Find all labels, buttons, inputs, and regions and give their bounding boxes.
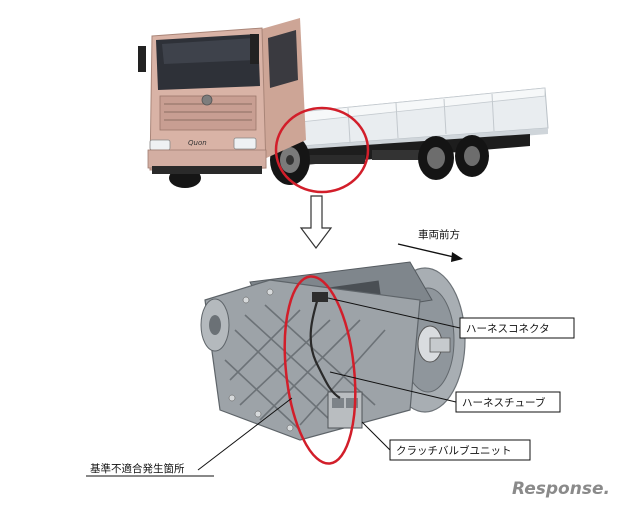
- rear-wheels: [418, 135, 489, 180]
- callout-clutch-valve-unit: クラッチバルブユニット: [361, 421, 531, 461]
- forward-arrow-icon: [397, 243, 463, 262]
- callout-harness-tube: ハーネスチューブ: [329, 371, 561, 413]
- response-watermark: Response.: [512, 479, 610, 499]
- direction-label: 車両前方: [418, 228, 460, 241]
- defect-location: 基準不適合発生箇所: [86, 397, 293, 477]
- callout-harness-tube-text: ハーネスチューブ: [462, 396, 546, 409]
- callout-harness-connector: ハーネスコネクタ: [327, 297, 575, 339]
- watermark-text: Response.: [512, 479, 610, 499]
- truck-illustration: Quon: [138, 18, 549, 188]
- hollow-down-arrow-icon: [299, 195, 333, 249]
- transmission-highlight-ring: [283, 275, 357, 465]
- transmission-illustration: [200, 261, 466, 441]
- defect-location-label: 基準不適合発生箇所: [90, 462, 185, 475]
- callout-clutch-valve-unit-text: クラッチバルブユニット: [396, 444, 512, 457]
- callout-harness-connector-text: ハーネスコネクタ: [466, 323, 550, 335]
- truck-badge: Quon: [188, 139, 207, 147]
- truck-highlight-ring: [274, 106, 370, 194]
